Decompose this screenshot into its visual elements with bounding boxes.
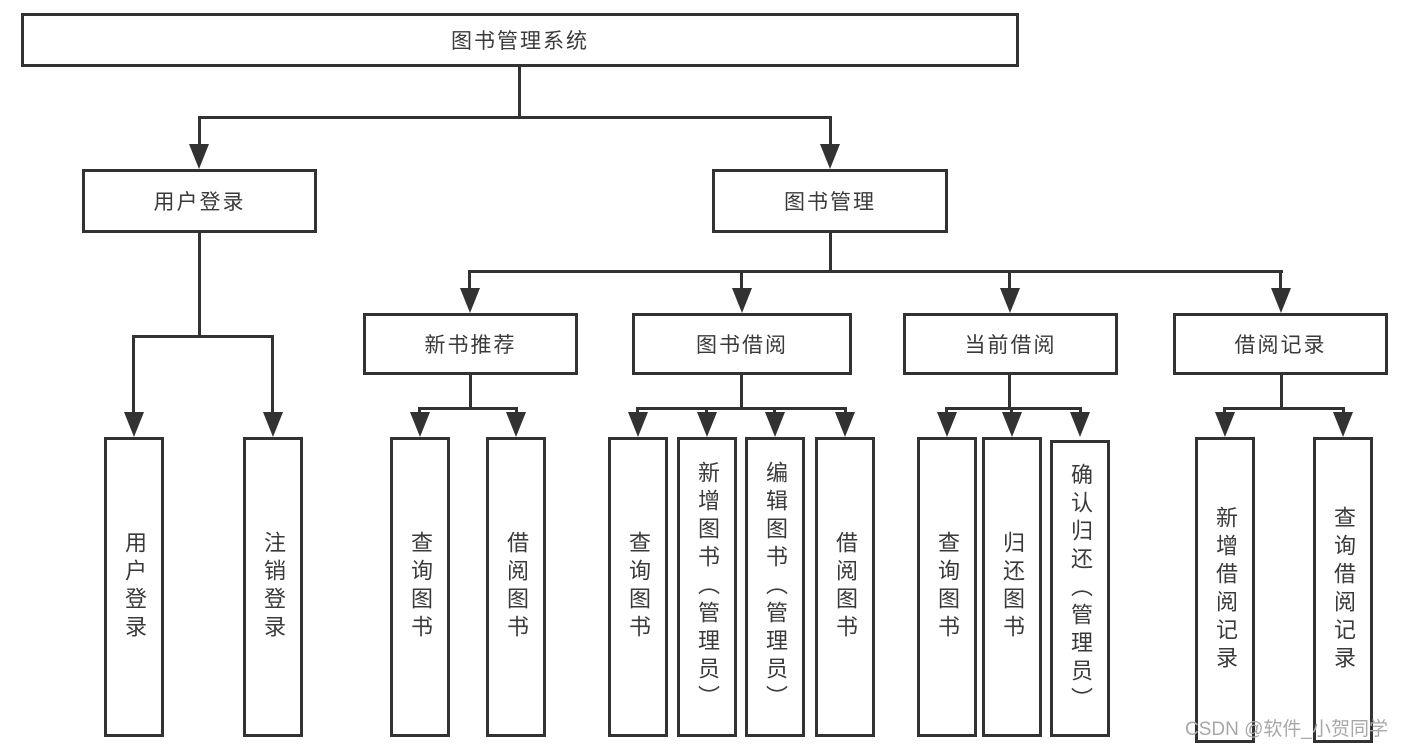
connector-user-login-stub bbox=[198, 231, 201, 338]
connector-book-borrow-stub bbox=[740, 375, 743, 410]
connector-book-borrow-hline bbox=[636, 407, 847, 410]
arrowhead-current-borrow bbox=[1000, 288, 1020, 313]
node-book-management: 图书管理 bbox=[712, 169, 948, 233]
arrowhead-borrow-records bbox=[1271, 288, 1291, 313]
leaf-label: 借阅图书 bbox=[504, 531, 529, 643]
node-label: 图书管理系统 bbox=[451, 30, 589, 53]
connector-new-book-hline bbox=[418, 407, 518, 410]
leaf-label: 查询借阅记录 bbox=[1331, 506, 1356, 674]
arrowhead-query-books-current bbox=[937, 412, 957, 437]
leaf-add-borrow-record: 新增借阅记录 bbox=[1195, 437, 1255, 743]
arrowhead-user-login bbox=[189, 144, 209, 169]
arrowhead-confirm-return bbox=[1070, 412, 1090, 437]
connector-drop-book-management bbox=[829, 116, 832, 148]
leaf-add-book-admin: 新增图书（管理员） bbox=[677, 437, 737, 737]
leaf-label: 查询图书 bbox=[408, 531, 433, 643]
leaf-label: 确认归还（管理员） bbox=[1068, 462, 1093, 715]
arrowhead-borrow-books-recommend bbox=[506, 412, 526, 437]
connector-drop bbox=[945, 407, 948, 416]
arrowhead-leaf-logout bbox=[263, 412, 283, 437]
node-borrow-records: 借阅记录 bbox=[1173, 313, 1388, 375]
leaf-label: 查询图书 bbox=[935, 531, 960, 643]
leaf-label: 查询图书 bbox=[626, 531, 651, 643]
node-label: 借阅记录 bbox=[1234, 334, 1327, 357]
connector-drop bbox=[636, 407, 639, 416]
leaf-label: 新增图书（管理员） bbox=[695, 461, 720, 713]
connector-drop bbox=[1010, 407, 1013, 416]
arrowhead-borrow-books bbox=[835, 412, 855, 437]
connector-drop bbox=[1342, 407, 1345, 416]
arrowhead-edit-book-admin bbox=[765, 412, 785, 437]
connector-drop bbox=[1223, 407, 1226, 416]
leaf-logout: 注销登录 bbox=[243, 437, 303, 737]
connector-borrow-records-hline bbox=[1223, 407, 1345, 410]
leaf-edit-book-admin: 编辑图书（管理员） bbox=[745, 437, 805, 737]
node-user-login: 用户登录 bbox=[82, 169, 317, 233]
connector-drop-borrow-records bbox=[1279, 270, 1282, 290]
connector-new-book-stub bbox=[469, 375, 472, 410]
connector-drop-user-login bbox=[198, 116, 201, 148]
arrowhead-add-borrow-record bbox=[1215, 412, 1235, 437]
leaf-label: 借阅图书 bbox=[833, 531, 858, 643]
node-label: 当前借阅 bbox=[964, 334, 1057, 357]
arrowhead-book-borrow bbox=[732, 288, 752, 313]
arrowhead-query-books-recommend bbox=[410, 412, 430, 437]
connector-drop-book-borrow bbox=[740, 270, 743, 290]
connector-drop-leaf-user-login bbox=[132, 335, 135, 415]
leaf-confirm-return-admin: 确认归还（管理员） bbox=[1050, 440, 1110, 737]
connector-drop bbox=[844, 407, 847, 416]
arrowhead-new-book bbox=[460, 288, 480, 313]
node-new-book-recommend: 新书推荐 bbox=[363, 313, 578, 375]
connector-drop-current-borrow bbox=[1008, 270, 1011, 290]
leaf-user-login: 用户登录 bbox=[104, 437, 164, 737]
leaf-query-books-current: 查询图书 bbox=[917, 437, 977, 737]
arrowhead-add-book-admin bbox=[697, 412, 717, 437]
node-label: 新书推荐 bbox=[424, 334, 517, 357]
connector-drop bbox=[1079, 407, 1082, 416]
connector-drop bbox=[773, 407, 776, 416]
connector-borrow-records-stub bbox=[1280, 375, 1283, 410]
connector-drop bbox=[515, 407, 518, 416]
leaf-return-books: 归还图书 bbox=[982, 437, 1042, 737]
leaf-label: 注销登录 bbox=[261, 531, 286, 643]
leaf-label: 用户登录 bbox=[122, 531, 147, 643]
node-root-library-system: 图书管理系统 bbox=[21, 13, 1019, 67]
arrowhead-query-books-borrow bbox=[628, 412, 648, 437]
connector-current-borrow-stub bbox=[1008, 375, 1011, 410]
leaf-label: 新增借阅记录 bbox=[1213, 506, 1238, 674]
leaf-query-books-recommend: 查询图书 bbox=[390, 437, 450, 737]
connector-drop-leaf-logout bbox=[271, 335, 274, 415]
node-label: 图书管理 bbox=[784, 191, 876, 214]
leaf-borrow-books: 借阅图书 bbox=[815, 437, 875, 737]
node-current-borrow: 当前借阅 bbox=[903, 313, 1118, 375]
connector-drop-new-book bbox=[468, 270, 471, 290]
connector-l3-hline bbox=[469, 270, 1283, 273]
node-label: 图书借阅 bbox=[696, 334, 788, 357]
node-label: 用户登录 bbox=[153, 191, 246, 214]
arrowhead-return-books bbox=[1002, 412, 1022, 437]
leaf-label: 归还图书 bbox=[1000, 531, 1025, 643]
leaf-query-borrow-record: 查询借阅记录 bbox=[1313, 437, 1373, 743]
connector-book-mgmt-stub bbox=[829, 231, 832, 273]
leaf-label: 编辑图书（管理员） bbox=[763, 461, 788, 713]
connector-drop bbox=[418, 407, 421, 416]
arrowhead-book-management bbox=[820, 144, 840, 169]
connector-drop bbox=[705, 407, 708, 416]
leaf-borrow-books-recommend: 借阅图书 bbox=[486, 437, 546, 737]
connector-root-stub bbox=[518, 66, 521, 118]
csdn-watermark: CSDN @软件_小贺同学 bbox=[1185, 719, 1388, 740]
arrowhead-leaf-user-login bbox=[124, 412, 144, 437]
node-book-borrow: 图书借阅 bbox=[632, 313, 852, 375]
connector-l2-hline bbox=[198, 116, 832, 119]
connector-user-login-hline bbox=[132, 335, 274, 338]
arrowhead-query-borrow-record bbox=[1333, 412, 1353, 437]
connector-current-borrow-hline bbox=[945, 407, 1082, 410]
leaf-query-books-borrow: 查询图书 bbox=[608, 437, 668, 737]
